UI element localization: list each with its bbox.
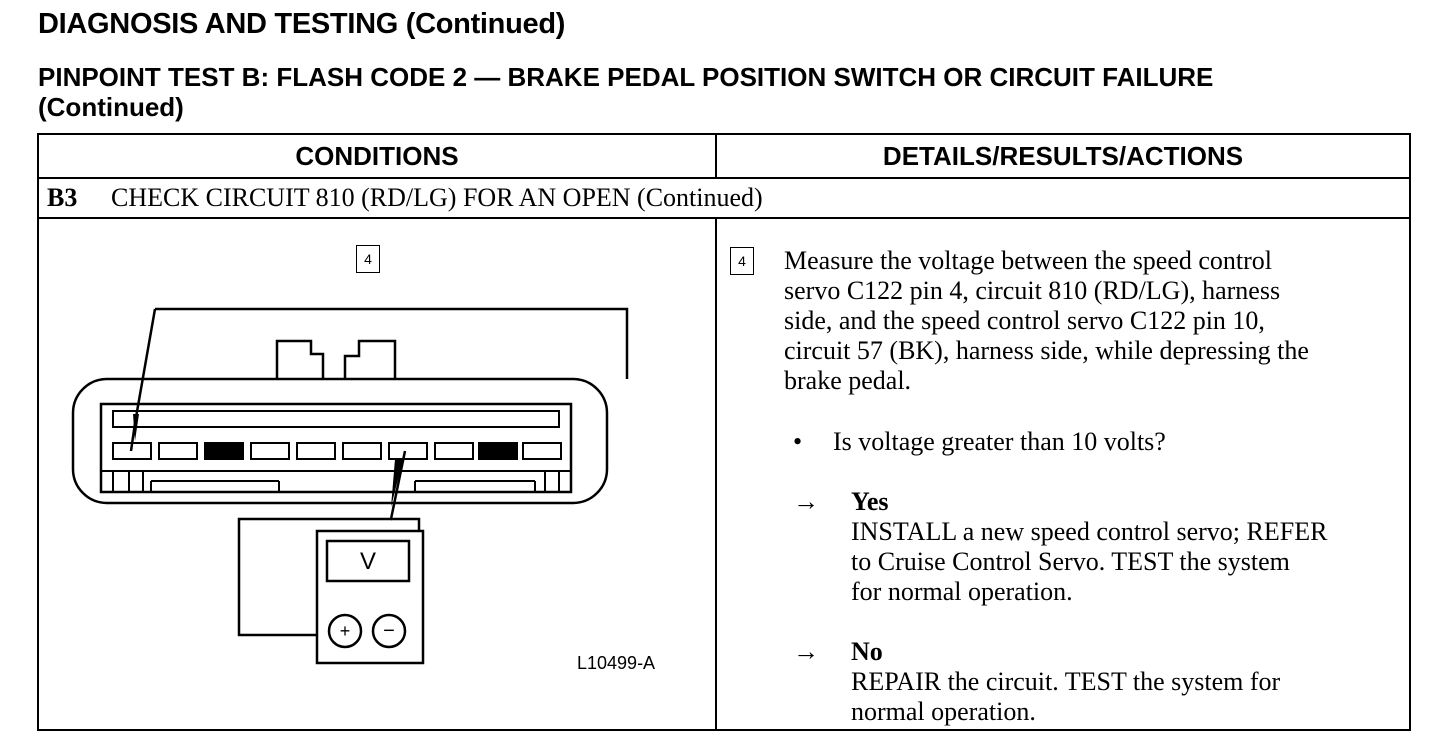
details-header: DETAILS/RESULTS/ACTIONS (882, 141, 1244, 171)
meter-display-text: V (360, 548, 376, 575)
details-cell: 4 Measure the voltage between the speed … (717, 219, 1409, 731)
header-divider (715, 135, 717, 179)
step-title: CHECK CIRCUIT 810 (RD/LG) FOR AN OPEN (C… (111, 183, 763, 212)
page-heading: DIAGNOSIS AND TESTING (Continued) (38, 8, 566, 40)
no-action-text: REPAIR the circuit. TEST the system for … (851, 667, 1281, 726)
pin-cavity-10 (388, 442, 428, 460)
step-title-row: B3 CHECK CIRCUIT 810 (RD/LG) FOR AN OPEN… (39, 179, 1409, 219)
meter-plus-terminal: + (340, 621, 351, 641)
question-text: Is voltage greater than 10 volts? (833, 427, 1166, 456)
no-arrow: → (793, 637, 819, 666)
step-id: B3 (47, 183, 78, 212)
details-step-badge: 4 (730, 247, 754, 275)
bullet: • (793, 427, 803, 456)
connector-diagram: 4 (39, 219, 715, 731)
yes-action-text: INSTALL a new speed control servo; REFER… (851, 517, 1328, 606)
body-divider (715, 219, 717, 731)
figure-id: L10499-A (577, 653, 656, 673)
yes-label: Yes (851, 487, 889, 516)
pinpoint-test-title: PINPOINT TEST B: FLASH CODE 2 — BRAKE PE… (38, 62, 1214, 122)
diagram-step-badge: 4 (356, 245, 380, 273)
conditions-header: CONDITIONS (295, 141, 459, 171)
pinpoint-test-table: CONDITIONS DETAILS/RESULTS/ACTIONS B3 CH… (37, 133, 1411, 731)
table-header-row: CONDITIONS DETAILS/RESULTS/ACTIONS (39, 135, 1409, 179)
voltmeter-connection-svg: V + − (71, 307, 629, 665)
no-label: No (851, 637, 883, 666)
meter-minus-terminal: − (383, 620, 395, 642)
instruction-text: Measure the voltage between the speed co… (784, 246, 1309, 395)
yes-arrow: → (793, 487, 819, 516)
